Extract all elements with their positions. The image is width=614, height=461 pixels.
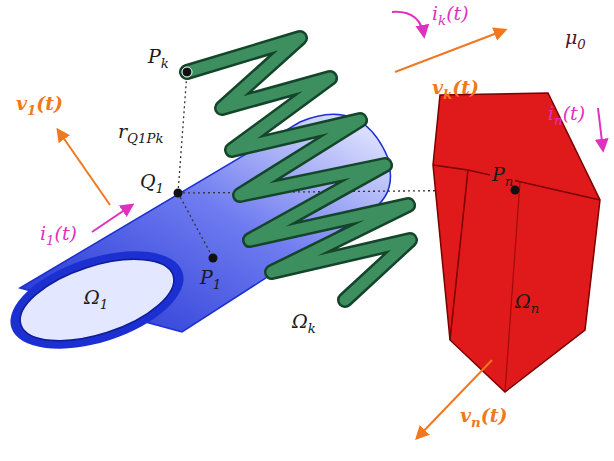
velocity-label: vk(t) xyxy=(432,76,479,98)
permeability-label: μ0 xyxy=(565,26,586,48)
point-label: Pk xyxy=(148,45,169,67)
current-label: i1(t) xyxy=(40,222,77,244)
velocity-arrows xyxy=(58,30,505,438)
current-label: ik(t) xyxy=(432,2,469,24)
current-arrows xyxy=(92,12,603,232)
point-label: Q1 xyxy=(140,170,164,192)
region-label: Ωk xyxy=(292,310,316,332)
helix-conductor xyxy=(187,38,410,300)
region-label: Ω1 xyxy=(84,286,108,308)
velocity-label: vn(t) xyxy=(460,404,507,426)
current-label: in(t) xyxy=(548,102,585,124)
point-label: Pn xyxy=(490,163,515,185)
polyhedron-conductor xyxy=(433,93,600,392)
point-label: P1 xyxy=(200,266,221,288)
velocity-label: v1(t) xyxy=(16,92,63,114)
distance-label: rQ1Pk xyxy=(118,120,163,142)
point-dots xyxy=(174,67,520,263)
region-label: Ωn xyxy=(515,290,539,312)
